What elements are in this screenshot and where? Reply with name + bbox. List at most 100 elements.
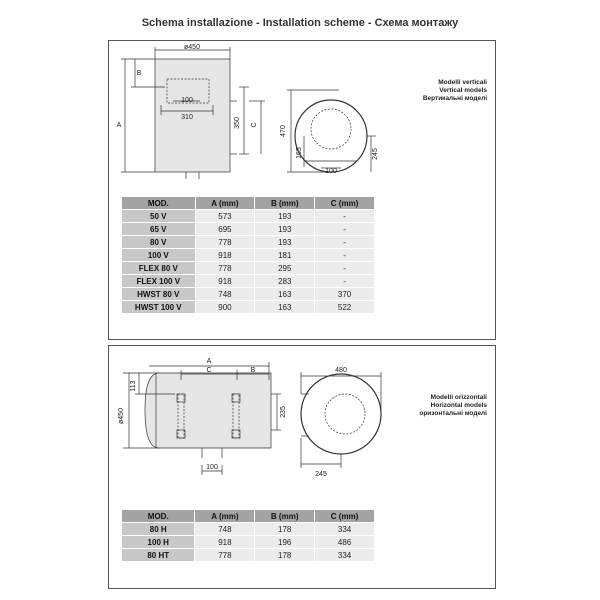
table-row: 50 V 573 193 -: [121, 209, 375, 223]
value-cell: 486: [314, 535, 375, 549]
value-cell: 163: [254, 300, 316, 314]
table-row: FLEX 100 V 918 283 -: [121, 274, 375, 288]
horizontal-tank-end-view: [300, 373, 382, 455]
value-cell: 334: [314, 548, 375, 562]
value-cell: 522: [314, 300, 375, 314]
model-cell: FLEX 100 V: [121, 274, 196, 288]
value-cell: -: [314, 222, 375, 236]
model-cell: 100 H: [120, 535, 196, 549]
dim-c-label: C: [251, 122, 258, 127]
value-cell: -: [314, 248, 375, 262]
dim-235-label: 235: [280, 406, 287, 418]
value-cell: 900: [194, 300, 256, 314]
dim-b-label: B: [251, 367, 256, 374]
dim-165-label: 165: [296, 147, 303, 159]
value-cell: 778: [194, 261, 256, 275]
caption-uk: оризонтальні моделі: [419, 410, 487, 417]
value-cell: 778: [194, 548, 256, 562]
caption-en: Horizontal models: [430, 402, 487, 409]
dim-350-label: 350: [234, 117, 241, 129]
dim-245-label: 245: [315, 471, 327, 478]
horizontal-heater-drawing: A C B 113 ø450 100 235 480 245: [118, 358, 382, 478]
value-cell: 778: [194, 235, 256, 249]
vertical-models-caption: Modelli verticali Vertical models Вертик…: [423, 79, 487, 103]
model-cell: 50 V: [121, 209, 196, 223]
dim-100-label: 100: [181, 97, 193, 104]
horizontal-tank-side-view: [144, 372, 272, 449]
dim-245-label: 245: [372, 148, 379, 160]
dim-b-label: B: [137, 70, 142, 77]
column-header: B (mm): [254, 196, 316, 210]
value-cell: 748: [194, 522, 256, 536]
table-header-row: MOD. A (mm) B (mm) C (mm): [121, 196, 375, 210]
model-cell: 80 V: [121, 235, 196, 249]
table-row: 65 V 695 193 -: [121, 222, 375, 236]
table-header-row: MOD. A (mm) B (mm) C (mm): [120, 509, 375, 523]
value-cell: -: [314, 209, 375, 223]
value-cell: 193: [254, 222, 316, 236]
dim-a-label: A: [117, 122, 122, 129]
value-cell: -: [314, 274, 375, 288]
value-cell: 748: [194, 287, 256, 301]
value-cell: 918: [194, 535, 256, 549]
value-cell: 370: [314, 287, 375, 301]
table-row: HWST 100 V 900 163 522: [121, 300, 375, 314]
value-cell: 163: [254, 287, 316, 301]
value-cell: 918: [194, 248, 256, 262]
column-header: A (mm): [194, 196, 256, 210]
dim-100-label: 100: [206, 464, 218, 471]
dim-c-label: C: [206, 367, 211, 374]
dim-310-label: 310: [181, 114, 193, 121]
dim-480-label: 480: [335, 367, 347, 374]
value-cell: 193: [254, 209, 316, 223]
caption-it: Modelli verticali: [438, 79, 487, 86]
value-cell: 178: [254, 522, 316, 536]
value-cell: 573: [194, 209, 256, 223]
vertical-heater-drawing: ø450 B A 100 310 350 C 470 165 100 245: [117, 44, 379, 179]
horizontal-models-caption: Modelli orizzontali Horizontal models ор…: [419, 394, 487, 418]
page-title: Schema installazione - Installation sche…: [141, 17, 459, 29]
table-row: 100 V 918 181 -: [121, 248, 375, 262]
model-cell: 80 H: [120, 522, 196, 536]
table-row: 80 V 778 193 -: [121, 235, 375, 249]
model-cell: HWST 80 V: [121, 287, 196, 301]
column-header: MOD.: [121, 196, 196, 210]
dim-113-label: 113: [130, 380, 137, 391]
horizontal-models-panel: A C B 113 ø450 100 235 480 245 Modelli o…: [108, 345, 496, 589]
model-cell: FLEX 80 V: [121, 261, 196, 275]
model-cell: 100 V: [121, 248, 196, 262]
column-header: A (mm): [194, 509, 256, 523]
model-cell: 80 HT: [120, 548, 196, 562]
value-cell: 178: [254, 548, 316, 562]
table-row: 80 HT 778 178 334: [120, 548, 375, 562]
value-cell: 196: [254, 535, 316, 549]
caption-en: Vertical models: [439, 87, 487, 94]
vertical-models-panel: ø450 B A 100 310 350 C 470 165 100 245 M…: [108, 40, 496, 340]
value-cell: 918: [194, 274, 256, 288]
column-header: C (mm): [314, 509, 375, 523]
table-row: 80 H 748 178 334: [120, 522, 375, 536]
caption-it: Modelli orizzontali: [430, 394, 487, 401]
vertical-tank-side-view: [154, 58, 231, 173]
model-cell: HWST 100 V: [121, 300, 196, 314]
value-cell: 334: [314, 522, 375, 536]
column-header: C (mm): [314, 196, 375, 210]
dim-diameter-label: ø450: [184, 44, 200, 51]
value-cell: 695: [194, 222, 256, 236]
column-header: MOD.: [120, 509, 196, 523]
table-row: FLEX 80 V 778 295 -: [121, 261, 375, 275]
dim-470-label: 470: [280, 125, 287, 137]
column-header: B (mm): [254, 509, 316, 523]
table-row: HWST 80 V 748 163 370: [121, 287, 375, 301]
value-cell: 283: [254, 274, 316, 288]
value-cell: 193: [254, 235, 316, 249]
value-cell: -: [314, 261, 375, 275]
model-cell: 65 V: [121, 222, 196, 236]
value-cell: -: [314, 235, 375, 249]
table-row: 100 H 918 196 486: [120, 535, 375, 549]
dim-a-label: A: [207, 358, 212, 365]
value-cell: 181: [254, 248, 316, 262]
vertical-models-table: MOD. A (mm) B (mm) C (mm) 50 V 573 193 -…: [121, 196, 375, 314]
value-cell: 295: [254, 261, 316, 275]
dim-diameter-label: ø450: [118, 408, 125, 424]
